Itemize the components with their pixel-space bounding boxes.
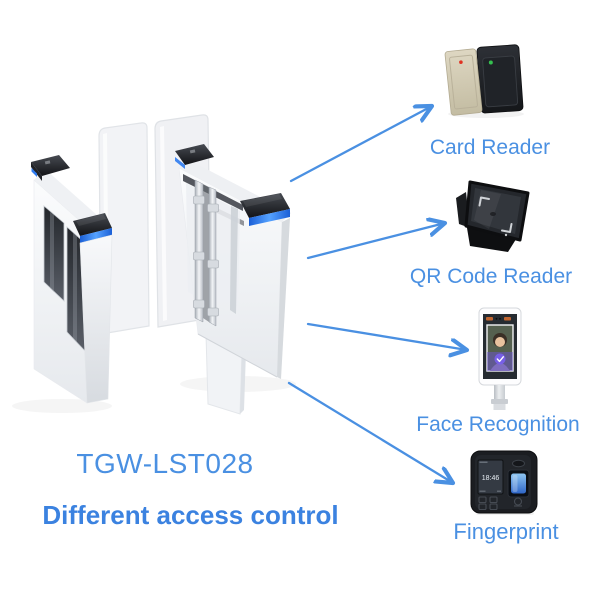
face-recognition-image — [478, 307, 522, 410]
side-window-glass — [43, 205, 65, 302]
check-icon — [496, 356, 504, 363]
product-model: TGW-LST028 — [76, 448, 254, 479]
card-reader-label: Card Reader — [429, 136, 551, 159]
reader-cap — [240, 193, 290, 218]
beige-card-reader — [444, 48, 483, 116]
mounting-pole — [491, 385, 508, 410]
led-strip — [249, 209, 290, 226]
right-cabinet — [175, 144, 291, 379]
reader-cap — [175, 144, 214, 165]
camera-dot — [495, 317, 498, 320]
hinge-posts — [193, 179, 219, 327]
fingerprint-image: 18:46 — [470, 450, 538, 515]
led-strip — [31, 168, 37, 177]
ir-fill-light — [486, 317, 493, 321]
card-reader-image — [444, 44, 524, 118]
scan-frame-bracket — [501, 223, 513, 233]
black-card-reader — [476, 44, 524, 114]
keypad-icons — [478, 496, 523, 511]
face-photo — [486, 324, 514, 372]
camera-dot — [499, 317, 501, 320]
scan-frame-bracket — [478, 196, 490, 207]
terminal-screen — [477, 459, 504, 495]
arrow-to-face-recognition — [306, 322, 467, 350]
reader-cap — [73, 213, 112, 236]
red-led — [459, 60, 463, 65]
sensor-glow — [511, 473, 526, 494]
arrow-to-qr-code-reader — [306, 223, 445, 260]
fingerprint-label: Fingerprint — [453, 519, 559, 544]
arrows — [287, 106, 467, 483]
clock-text: 18:46 — [482, 475, 500, 482]
page-caption: Different access control — [42, 500, 339, 530]
led-strip — [175, 157, 185, 169]
qr-reader-glass — [471, 188, 521, 234]
speed-gate-image — [12, 114, 296, 415]
arrow-to-card-reader — [289, 106, 432, 183]
green-led — [488, 60, 493, 65]
ir-fill-light — [504, 317, 511, 321]
verify-check-badge — [494, 353, 506, 365]
reader-cap — [31, 155, 70, 176]
qr-code-reader-label: QR Code Reader — [409, 265, 573, 288]
face-recognition-label: Face Recognition — [416, 413, 580, 436]
qr-code-reader-image — [456, 180, 530, 252]
arrow-to-fingerprint — [287, 381, 453, 483]
led-strip — [80, 228, 112, 243]
scanner-lens — [490, 212, 496, 216]
speaker — [512, 459, 525, 468]
left-cabinet — [31, 155, 113, 404]
